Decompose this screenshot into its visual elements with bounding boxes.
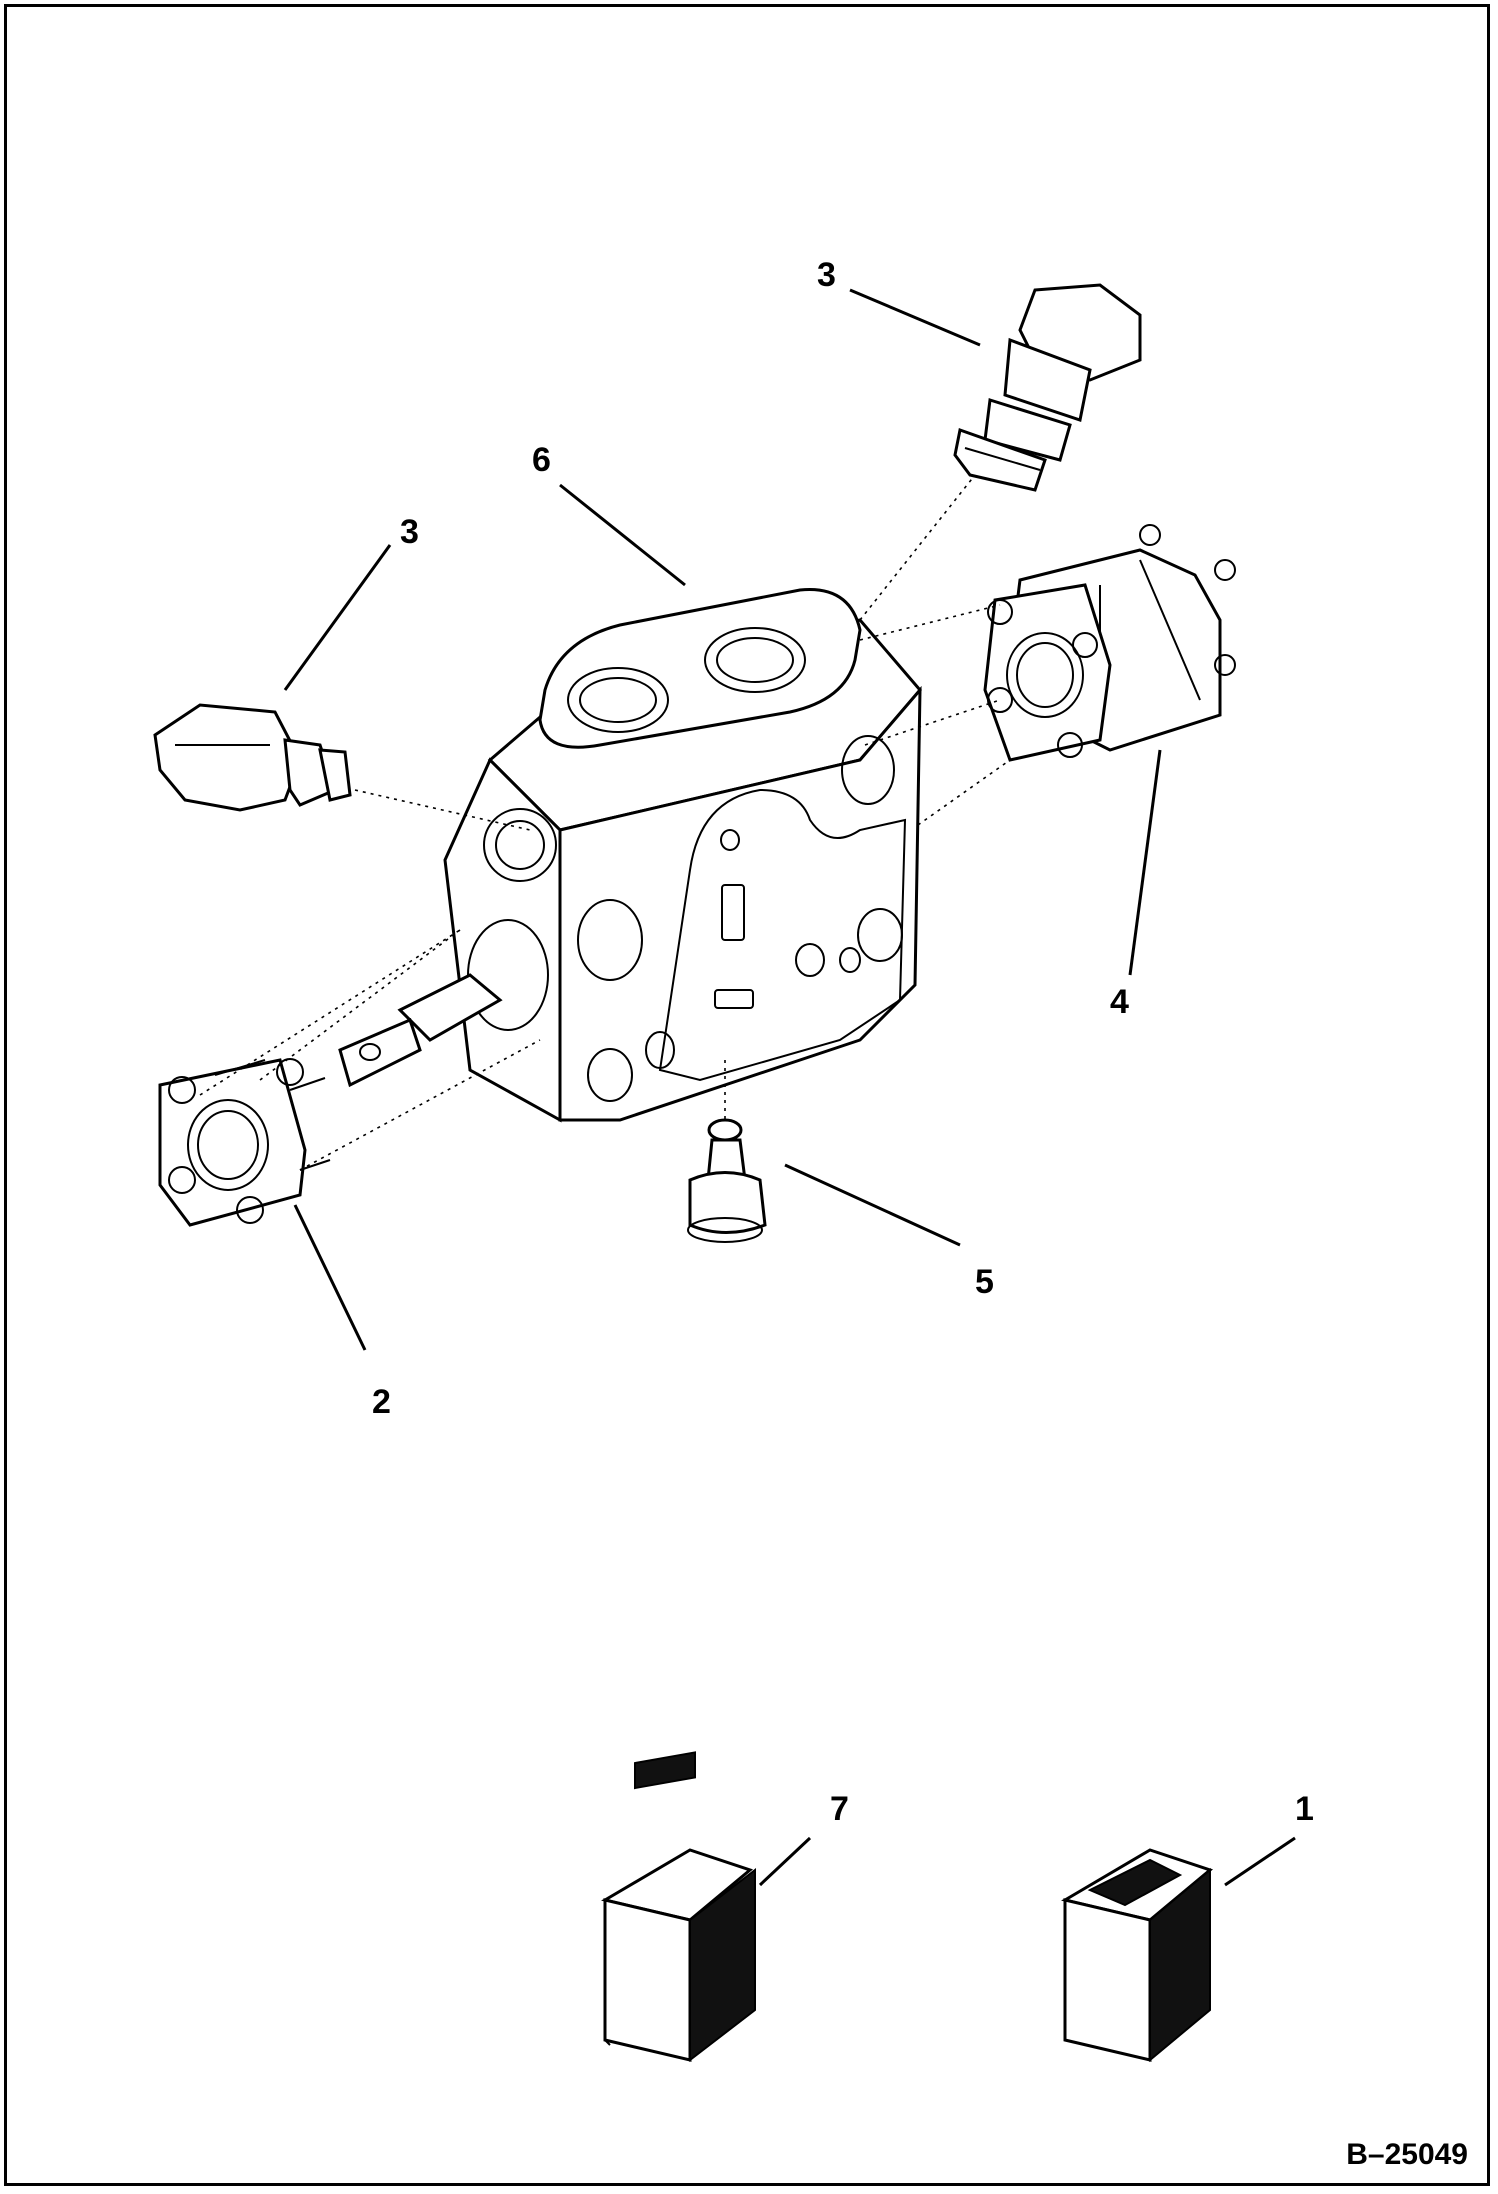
relief-valve-top	[953, 283, 1142, 492]
kit-box-7	[601, 1751, 756, 2063]
end-cap-right	[983, 524, 1236, 762]
figure-id-label: B–25049	[1346, 2138, 1468, 2171]
assembly-centerlines	[199, 474, 1011, 1171]
leader-lines	[283, 288, 1296, 1887]
spool-end	[338, 973, 503, 1088]
callout-4: 4	[1110, 983, 1129, 1021]
relief-valve-left	[153, 703, 352, 812]
callout-6: 6	[532, 441, 551, 479]
callout-1: 1	[1295, 1790, 1314, 1828]
kit-box-1	[1061, 1848, 1214, 2063]
valve-section-body	[443, 588, 922, 1123]
end-cap-left	[158, 1058, 331, 1227]
callout-3-top: 3	[817, 256, 836, 294]
callout-2: 2	[372, 1383, 391, 1421]
callout-5: 5	[975, 1263, 994, 1301]
plug-bottom	[687, 1118, 767, 1243]
callout-3-left: 3	[400, 513, 419, 551]
callout-7: 7	[830, 1790, 849, 1828]
